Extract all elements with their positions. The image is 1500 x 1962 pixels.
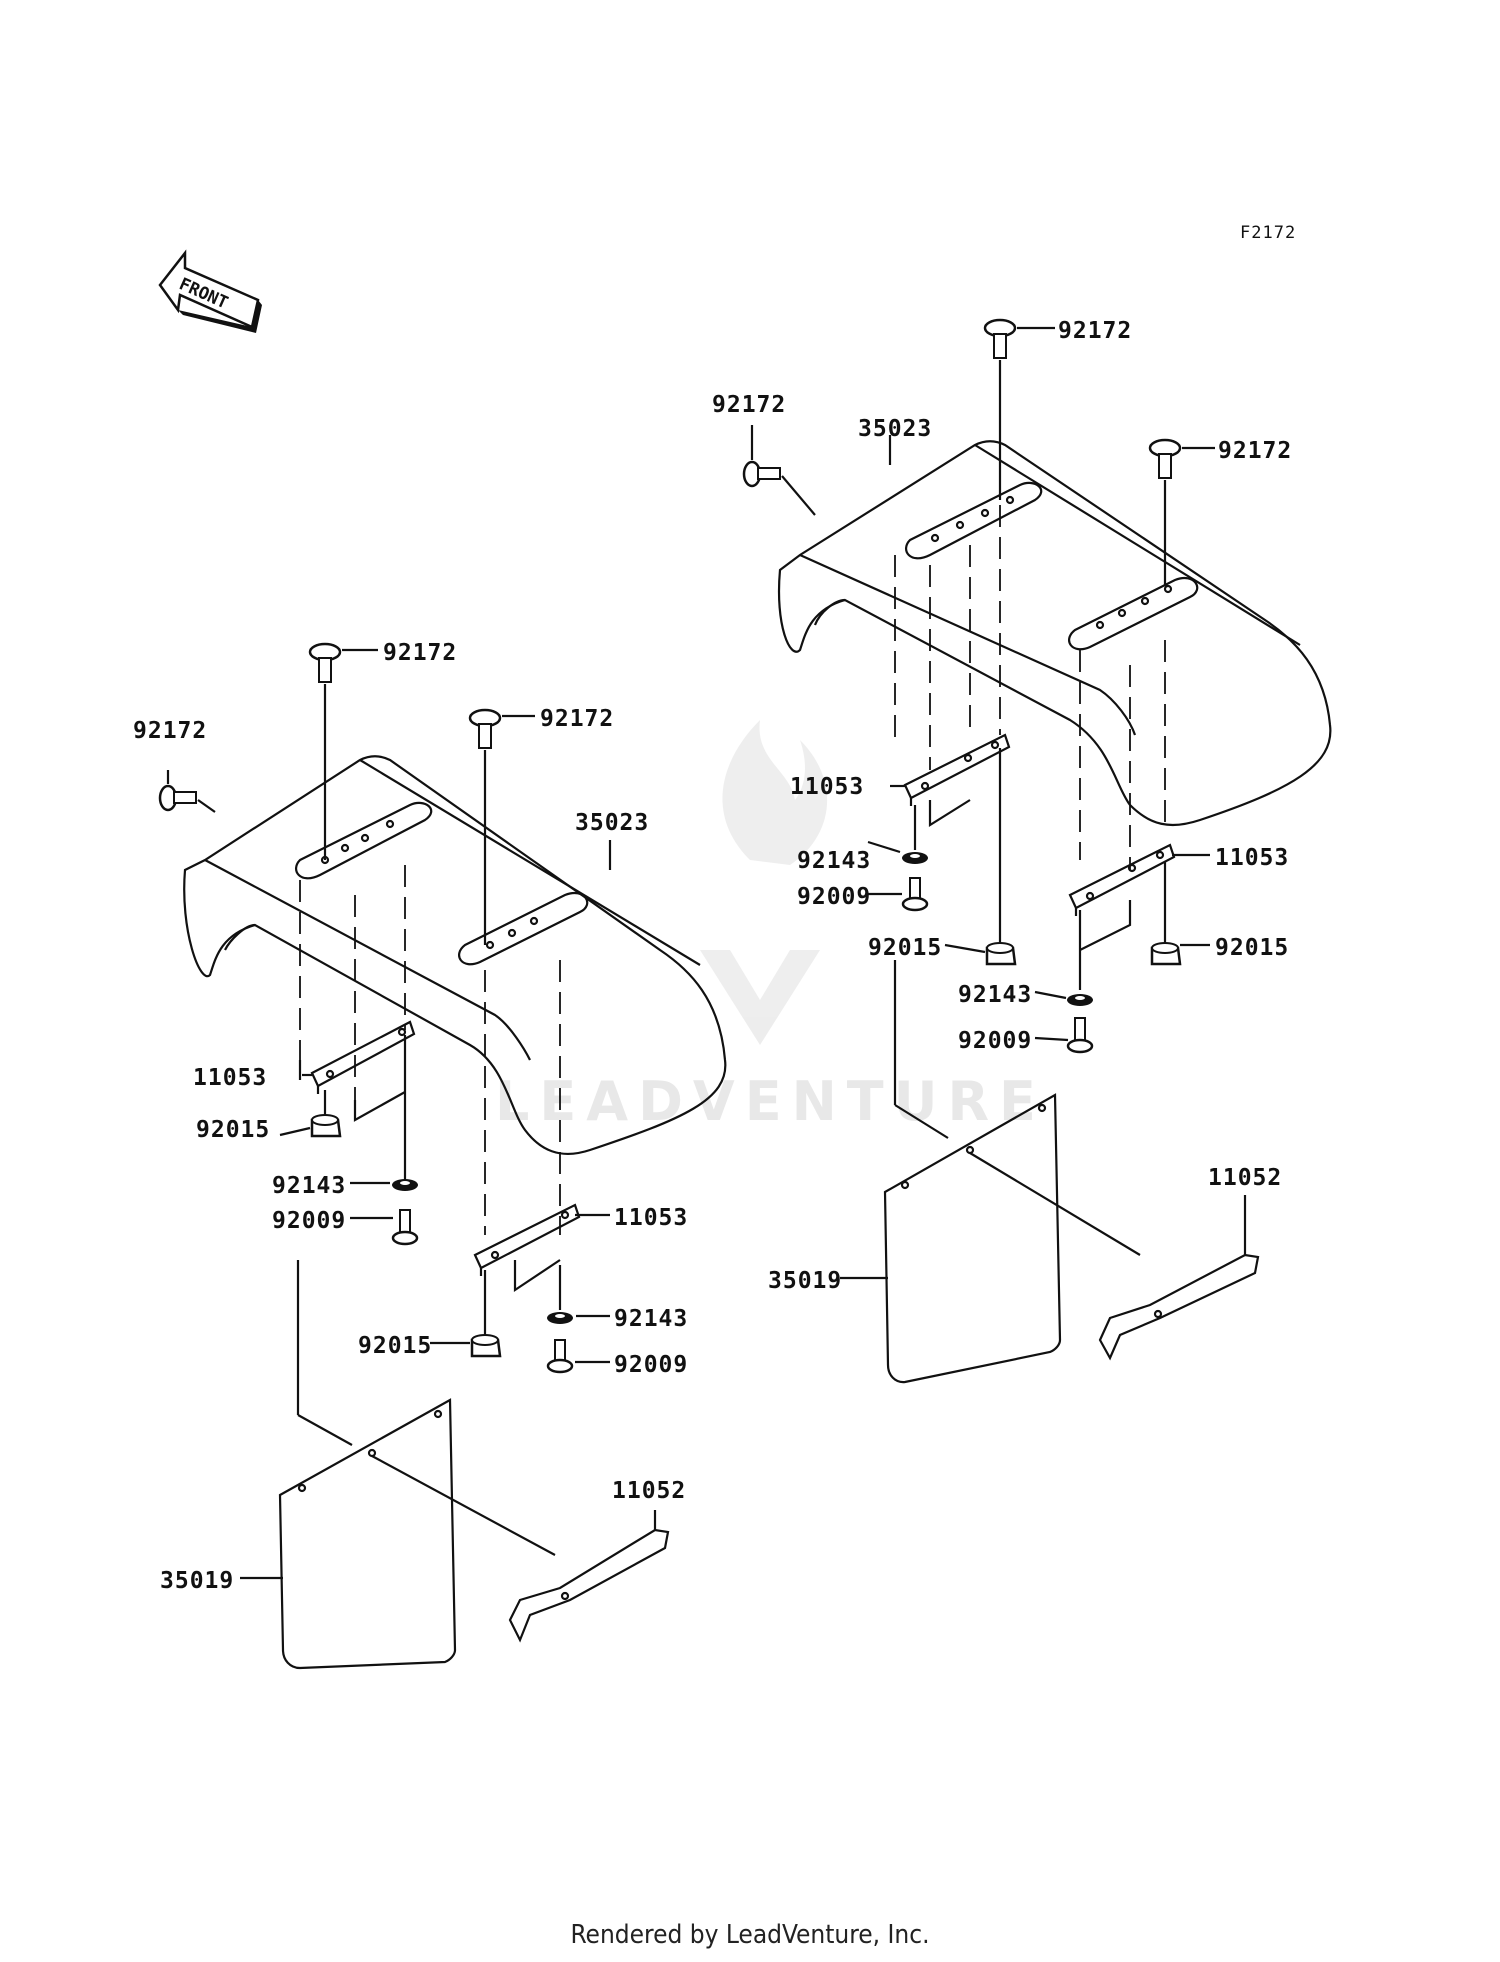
left-nut-b-icon	[470, 1334, 502, 1358]
right-label-nut-b: 92015	[1215, 935, 1289, 961]
front-arrow-icon: FRONT	[158, 249, 262, 333]
left-label-stay: 11052	[612, 1478, 686, 1504]
right-stay	[1098, 1253, 1260, 1361]
left-label-nut-b: 92015	[358, 1333, 432, 1359]
right-washer-a-icon	[902, 852, 928, 864]
watermark-text: LEADVENTURE	[495, 1070, 1046, 1133]
right-label-stay: 11052	[1208, 1165, 1282, 1191]
watermark: LEADVENTURE	[495, 720, 1046, 1133]
left-label-bolt-top-b: 92172	[540, 706, 614, 732]
left-label-mudflap: 35019	[160, 1568, 234, 1594]
left-label-bracket-a: 11053	[193, 1065, 267, 1091]
left-nut-a-icon	[310, 1114, 342, 1138]
left-bolt-b-icon	[546, 1339, 574, 1374]
left-label-washer-b: 92143	[614, 1306, 688, 1332]
right-fender	[778, 440, 1332, 827]
right-label-mudflap: 35019	[768, 1268, 842, 1294]
left-washer-a-icon	[392, 1179, 418, 1191]
left-bolt-side-icon	[158, 784, 197, 812]
right-label-bolt-top-a: 92172	[1058, 318, 1132, 344]
right-bolt-a-icon	[901, 877, 929, 912]
left-stay	[508, 1528, 670, 1643]
right-nut-b-icon	[1150, 942, 1182, 966]
right-mudflap	[883, 1093, 1062, 1384]
right-label-fender: 35023	[858, 416, 932, 442]
right-assembly: 92172 92172 92172 35023 11053 92143 9200…	[712, 318, 1332, 1384]
right-bolt-top-a-icon	[983, 318, 1017, 359]
watermark-flame-icon	[722, 720, 828, 865]
footer-credit: Rendered by LeadVenture, Inc.	[570, 1920, 930, 1950]
figure-id: F2172	[1240, 223, 1296, 243]
right-label-washer-a: 92143	[797, 848, 871, 874]
left-label-bolt-top-a: 92172	[383, 640, 457, 666]
left-label-fender: 35023	[575, 810, 649, 836]
left-bracket-b	[473, 1203, 581, 1276]
right-bracket-a	[903, 733, 1011, 806]
left-assembly: 92172 92172 92172 35023 11053 92015 9214…	[133, 640, 727, 1670]
left-bolt-a-icon	[391, 1209, 419, 1246]
left-label-bolt-b: 92009	[614, 1352, 688, 1378]
left-label-washer-a: 92143	[272, 1173, 346, 1199]
right-label-bolt-a: 92009	[797, 884, 871, 910]
left-label-bracket-b: 11053	[614, 1205, 688, 1231]
right-label-bolt-top-b: 92172	[1218, 438, 1292, 464]
right-label-bolt-b: 92009	[958, 1028, 1032, 1054]
left-label-bolt-a: 92009	[272, 1208, 346, 1234]
right-nut-a-icon	[985, 942, 1017, 966]
right-label-washer-b: 92143	[958, 982, 1032, 1008]
right-bracket-b	[1068, 843, 1176, 916]
right-label-bolt-side: 92172	[712, 392, 786, 418]
left-bolt-top-b-icon	[468, 708, 502, 749]
right-washer-b-icon	[1067, 994, 1093, 1006]
right-label-nut-a: 92015	[868, 935, 942, 961]
left-label-bolt-side: 92172	[133, 718, 207, 744]
watermark-v-icon	[700, 950, 820, 1045]
right-bolt-top-b-icon	[1148, 438, 1182, 479]
left-label-nut-a: 92015	[196, 1117, 270, 1143]
left-bracket-a	[310, 1020, 416, 1094]
right-label-bracket-a: 11053	[790, 774, 864, 800]
left-bolt-top-a-icon	[308, 642, 342, 683]
left-mudflap	[278, 1398, 457, 1670]
right-bolt-side-icon	[742, 460, 781, 488]
right-label-bracket-b: 11053	[1215, 845, 1289, 871]
left-washer-b-icon	[547, 1312, 573, 1324]
right-bolt-b-icon	[1066, 1017, 1094, 1054]
